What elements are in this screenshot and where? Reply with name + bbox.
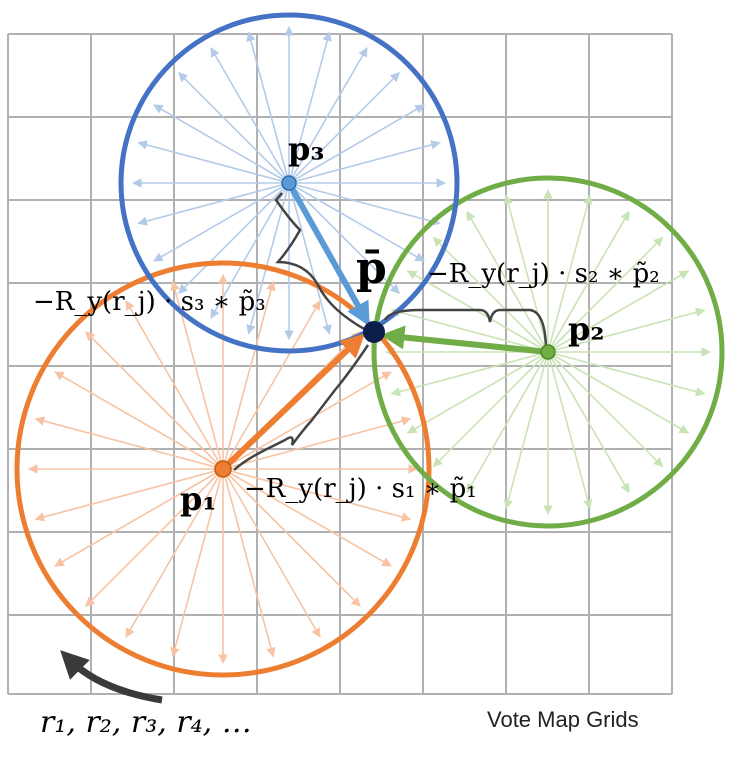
vote-ray [547,210,630,353]
vote-ray [178,72,290,184]
vote-ray [288,182,441,226]
vote-ray [125,468,224,638]
vote-ray [34,468,224,522]
vote-ray [288,72,400,184]
p2-circle [371,175,725,529]
vote-ray [503,194,549,353]
vote-ray [390,351,549,397]
formula-p1: −R_y(r_j) · s₁ ∗ p̃₁ [244,474,477,504]
vote-ray [390,307,549,353]
vote-ray [246,31,290,184]
vote-ray [288,182,425,262]
vote-ray [34,416,224,470]
vote-ray [222,280,276,470]
p3-point [281,175,297,191]
vote-ray [288,104,425,184]
p1-point [214,460,232,478]
formula-p3: −R_y(r_j) · s₃ ∗ p̃₃ [33,287,266,317]
vote-ray [222,300,321,470]
rotation-sequence-label: r₁, r₂, r₃, r₄, … [40,705,252,740]
vote-map-grids-label: Vote Map Grids [487,707,639,732]
vote-ray [210,47,290,184]
p1-label: p₁ [180,480,216,518]
vote-ray [288,182,332,335]
vote-ray [547,194,593,353]
vote-ray [222,468,321,638]
vote-ray [137,182,290,226]
vote-ray [85,468,224,607]
vote-ray [54,371,224,470]
vote-ray [222,468,412,522]
vote-ray [547,351,630,494]
vote-ray [288,182,400,294]
p2-vote-rays [385,189,711,515]
formula-p2: −R_y(r_j) · s₂ ∗ p̃₂ [427,259,660,289]
p3-brace [274,192,367,332]
vote-ray [178,182,290,294]
vote-ray [288,140,441,184]
vote-ray [222,468,392,567]
vote-ray [222,468,361,607]
vote-ray [466,210,549,353]
vote-ray [288,31,332,184]
vote-ray [547,270,690,353]
p-bar-label: p̄ [356,243,387,294]
vote-ray [547,236,664,353]
vote-ray [432,236,549,353]
vote-ray [547,307,706,353]
vote-ray [432,351,549,468]
p3-to-pbar-arrow [286,181,370,327]
p1-to-pbar-arrow [220,333,365,472]
vote-ray [222,371,392,470]
vote-ray [547,351,706,397]
p1-circle [14,260,432,678]
vote-ray [85,331,224,470]
vote-ray [222,416,412,470]
p3-label: p₃ [288,130,324,168]
p3-circle [118,12,460,354]
vote-ray [153,182,290,262]
p2-brace [383,308,548,349]
vote-ray [170,468,224,658]
p2-point [540,344,556,360]
p2-to-pbar-arrow [380,325,549,355]
vote-ray [547,351,690,434]
p-bar-point [363,321,385,343]
p1-brace [233,344,370,471]
vote-ray [137,140,290,184]
vote-ray [210,182,290,319]
p2-label: p₂ [568,310,604,348]
vote-ray [503,351,549,510]
vote-ray [406,351,549,434]
vote-ray [547,351,664,468]
rotation-curved-arrow [60,650,163,704]
vote-ray [466,351,549,494]
vote-ray [153,104,290,184]
vote-ray [54,468,224,567]
vote-ray [406,270,549,353]
p1-vote-rays [28,274,418,664]
vote-ray [288,47,368,184]
vote-ray [547,351,593,510]
vote-ray [125,300,224,470]
vote-ray [222,468,276,658]
